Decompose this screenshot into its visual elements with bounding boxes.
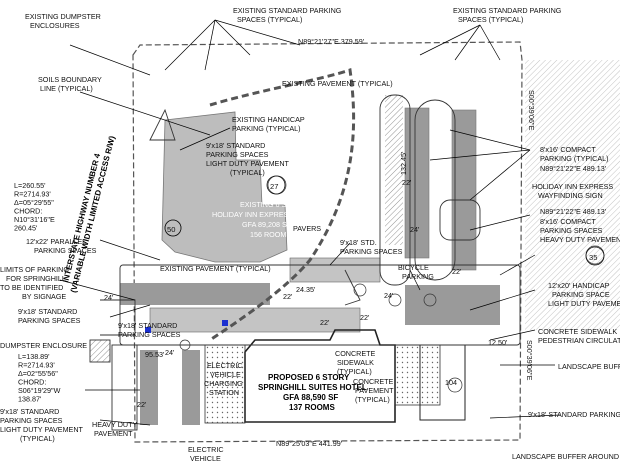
- dim-104: 104: [445, 378, 457, 387]
- soils-boundary-line: [209, 68, 356, 342]
- parking-rows-right: [385, 60, 620, 330]
- dim-22-f: 22': [402, 178, 412, 187]
- label-dumpster-enclosure: DUMPSTER ENCLOSURE: [0, 341, 87, 350]
- ev-sidewalk: [204, 344, 466, 424]
- dim-132-45: 132.45': [399, 151, 408, 175]
- dim-24-35: 24.35': [296, 285, 316, 294]
- label-curve-1: L=260.55'R=2714.93'Δ=05°29'55"CHORD:N10°…: [14, 181, 55, 233]
- dim-24-d: 24': [410, 225, 420, 234]
- leader-lines: [59, 19, 561, 426]
- label-std-parking-mid: 9'x18' STD.PARKING SPACES: [340, 238, 403, 256]
- handicap-markers: [145, 320, 228, 333]
- existing-hotel-building: [161, 111, 288, 263]
- label-bearing-bottom: N89°25'03"E 441.99': [276, 439, 343, 448]
- lot-number-50: 50: [167, 225, 175, 234]
- label-landscape-bottom: LANDSCAPE BUFFER AROUND P: [512, 452, 620, 461]
- label-bearing-r2: N89°21'22"E 489.13': [540, 207, 607, 216]
- lot-number-27: 27: [270, 182, 278, 191]
- parking-block-bottom-left: [111, 344, 200, 431]
- label-bearing-r1: N89°21'22"E 489.13': [540, 164, 607, 173]
- dim-22-b: 22': [283, 292, 293, 301]
- label-pavers: PAVERS: [293, 224, 321, 233]
- dim-12-50: 12.50': [488, 338, 508, 347]
- parking-row-middle: [120, 257, 500, 333]
- label-existing-pavement-mid: EXISTING PAVEMENT (TYPICAL): [160, 264, 271, 273]
- label-bearing-top: N89°21'27"E 379.59': [298, 37, 365, 46]
- dim-22-e: 22': [320, 318, 330, 327]
- label-std-parking-r-bottom: 9'x18' STANDARD PARKING: [528, 410, 620, 419]
- proposed-hotel-building: [244, 329, 396, 423]
- dim-22-c: 22': [137, 400, 147, 409]
- dim-24-c: 24': [384, 291, 394, 300]
- label-bearing-right-bottom: S00°39'06"E: [525, 340, 534, 381]
- label-existing-pavement-top: EXISTING PAVEMENT (TYPICAL): [282, 79, 393, 88]
- dim-22-d: 22': [360, 313, 370, 322]
- dim-24-b: 24': [165, 348, 175, 357]
- dim-22-a: 22': [452, 267, 462, 276]
- lot-number-35: 35: [589, 253, 597, 262]
- label-landscape-buffer-r: LANDSCAPE BUFFER: [558, 362, 620, 371]
- property-boundary: [132, 41, 523, 443]
- curb-lines: [89, 94, 521, 363]
- dim-24-a: 24': [104, 293, 114, 302]
- dim-95-53: 95.53': [145, 350, 165, 359]
- label-bearing-right-top: S00°39'06"E: [527, 90, 536, 131]
- label-curve-2: L=138.89'R=2714.93'Δ=02°55'56"CHORD:S06°…: [18, 352, 61, 404]
